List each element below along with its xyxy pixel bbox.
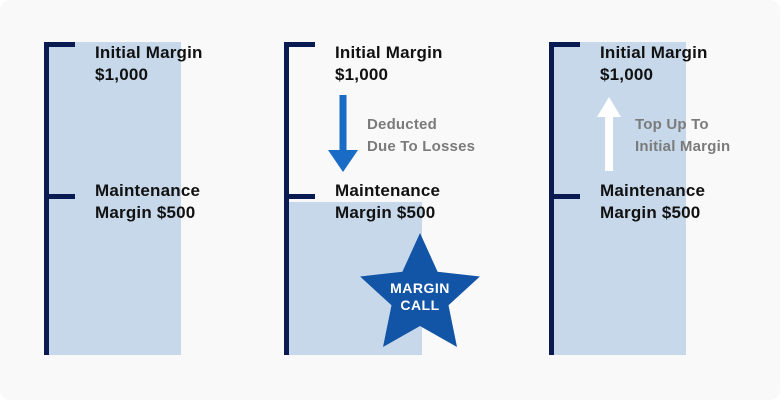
initial-margin-title: Initial Margin [95,43,203,62]
initial-margin-label: Initial Margin $1,000 [600,42,708,86]
maintenance-margin-value: Margin $500 [95,203,196,222]
deducted-annotation: Deducted Due To Losses [367,114,475,158]
initial-margin-value: $1,000 [335,65,389,84]
initial-margin-tick [44,42,75,47]
up-arrow-icon [597,97,621,171]
maintenance-margin-label: Maintenance Margin $500 [600,180,705,224]
initial-margin-label: Initial Margin $1,000 [335,42,443,86]
maintenance-margin-title: Maintenance [600,181,706,200]
maintenance-margin-label: Maintenance Margin $500 [95,180,200,224]
initial-margin-title: Initial Margin [600,43,708,62]
top-up-annotation-line2: Initial Margin [635,138,731,155]
maintenance-margin-label: Maintenance Margin $500 [335,180,440,224]
star-shape [360,233,480,347]
panel-top-up-state: Initial Margin $1,000 Maintenance Margin… [549,42,780,355]
panel-initial-state: Initial Margin $1,000 Maintenance Margin… [44,42,275,355]
maintenance-margin-tick [44,194,75,199]
initial-margin-label: Initial Margin $1,000 [95,42,203,86]
margin-call-star: MARGIN CALL [360,233,480,347]
maintenance-margin-tick [549,194,580,199]
top-up-annotation: Top Up To Initial Margin [635,114,730,158]
maintenance-margin-value: Margin $500 [335,203,436,222]
deducted-annotation-line2: Due To Losses [367,138,476,155]
initial-margin-title: Initial Margin [335,43,443,62]
panel-deducted-state: Initial Margin $1,000 Maintenance Margin… [284,42,515,355]
top-up-annotation-line1: Top Up To [635,116,709,133]
maintenance-margin-tick [284,194,315,199]
maintenance-margin-value: Margin $500 [600,203,701,222]
deducted-annotation-line1: Deducted [367,116,437,133]
initial-margin-value: $1,000 [600,65,654,84]
initial-margin-tick [549,42,580,47]
margin-call-text-line2: CALL [400,297,439,313]
maintenance-margin-title: Maintenance [335,181,441,200]
initial-margin-tick [284,42,315,47]
initial-margin-value: $1,000 [95,65,149,84]
margin-call-text-line1: MARGIN [390,280,450,296]
maintenance-margin-title: Maintenance [95,181,201,200]
down-arrow-icon [328,95,358,172]
